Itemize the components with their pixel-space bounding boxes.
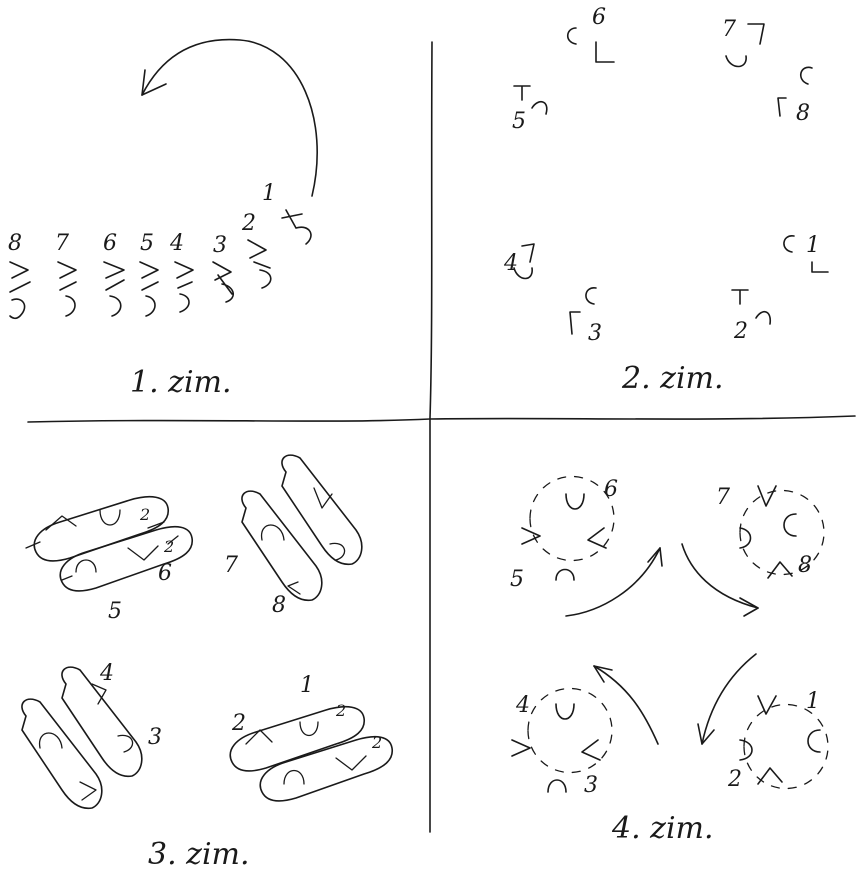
p3-label-4: 4 <box>99 661 114 686</box>
p3-label-6: 6 <box>158 561 172 586</box>
p2-label-5: 5 <box>512 109 526 134</box>
p4-rotation-arrows <box>565 543 759 745</box>
p3-sup-b: 2 <box>163 537 174 556</box>
p3-group-78 <box>241 454 363 602</box>
p1-glyph-stacks <box>9 209 312 320</box>
p2-glyph-4 <box>513 243 535 280</box>
p3-sup-c: 2 <box>335 701 346 720</box>
panel-2: 6 7 5 8 4 1 3 2 2. zim. <box>503 5 829 396</box>
p3-label-3: 3 <box>148 725 162 750</box>
p4-label-3: 3 <box>584 773 598 798</box>
p4-label-8: 8 <box>798 553 812 578</box>
p4-label-2: 2 <box>727 767 742 792</box>
p2-label-2: 2 <box>733 319 748 344</box>
quadrant-dividers <box>27 41 856 833</box>
p3-sup-a: 2 <box>139 505 150 524</box>
p3-label-7: 7 <box>224 553 238 578</box>
p1-label-5: 5 <box>140 231 154 256</box>
p1-label-6: 6 <box>103 231 117 256</box>
p4-circle-56 <box>521 475 615 581</box>
p4-circle-78 <box>739 485 825 579</box>
p1-label-8: 8 <box>8 231 22 256</box>
panel-1-caption: 1. zim. <box>130 365 232 400</box>
p2-glyph-2 <box>731 289 772 325</box>
p2-glyph-1 <box>783 235 829 273</box>
p2-glyph-8 <box>777 66 813 117</box>
p3-sup-d: 2 <box>371 733 382 752</box>
p2-label-8: 8 <box>796 101 810 126</box>
p1-label-4: 4 <box>169 231 184 256</box>
p3-label-8: 8 <box>272 593 286 618</box>
p2-label-1: 1 <box>806 233 820 258</box>
p1-label-1: 1 <box>262 181 276 206</box>
p2-label-6: 6 <box>592 5 606 30</box>
p3-label-2: 2 <box>231 711 246 736</box>
p3-group-34 <box>21 666 143 810</box>
p2-label-3: 3 <box>588 321 602 346</box>
p2-glyph-6 <box>566 27 615 63</box>
p4-circle-34 <box>511 687 613 793</box>
p1-label-3: 3 <box>213 233 227 258</box>
p3-label-1: 1 <box>300 673 314 698</box>
p1-label-7: 7 <box>55 231 69 256</box>
p4-label-7: 7 <box>716 485 730 510</box>
p2-label-7: 7 <box>722 17 736 42</box>
p3-group-56 <box>25 495 193 592</box>
p2-glyph-3 <box>569 287 597 335</box>
p3-label-5: 5 <box>108 599 122 624</box>
panel-4-caption: 4. zim. <box>611 811 714 846</box>
p4-label-5: 5 <box>510 567 524 592</box>
panel-4: 6 5 7 8 4 3 1 2 <box>510 475 829 846</box>
p4-label-6: 6 <box>604 477 618 502</box>
panel-3: 5 6 2 2 7 8 4 3 1 2 2 2 3. zim. <box>21 454 393 871</box>
p3-group-12 <box>229 705 393 802</box>
panel-3-caption: 3. zim. <box>148 837 250 871</box>
panel-1: 8 7 6 5 4 3 2 1 1. zim. <box>8 38 318 400</box>
p1-label-2: 2 <box>241 211 256 236</box>
p4-label-1: 1 <box>806 689 820 714</box>
panel-2-caption: 2. zim. <box>621 361 724 396</box>
curved-arrow <box>141 38 318 197</box>
p4-circle-12 <box>739 695 829 790</box>
p4-label-4: 4 <box>515 693 530 718</box>
p2-glyph-7 <box>725 23 765 68</box>
p2-glyph-5 <box>513 85 548 115</box>
